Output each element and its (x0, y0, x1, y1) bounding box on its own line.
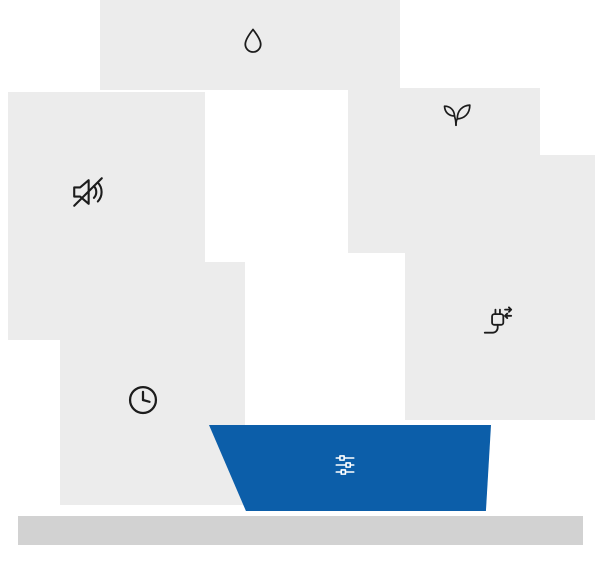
bottom-bar (18, 516, 583, 545)
tile-water (100, 0, 400, 90)
speaker-muted-icon (67, 171, 109, 213)
tile-clock (60, 262, 245, 505)
water-drop-icon (237, 26, 269, 58)
eco-leaves-icon (439, 96, 473, 130)
clock-icon (125, 382, 161, 418)
plug-reconnect-icon (478, 304, 514, 340)
sliders-icon (331, 451, 359, 479)
tile-plug (405, 155, 595, 420)
active-settings-shape (209, 425, 491, 511)
